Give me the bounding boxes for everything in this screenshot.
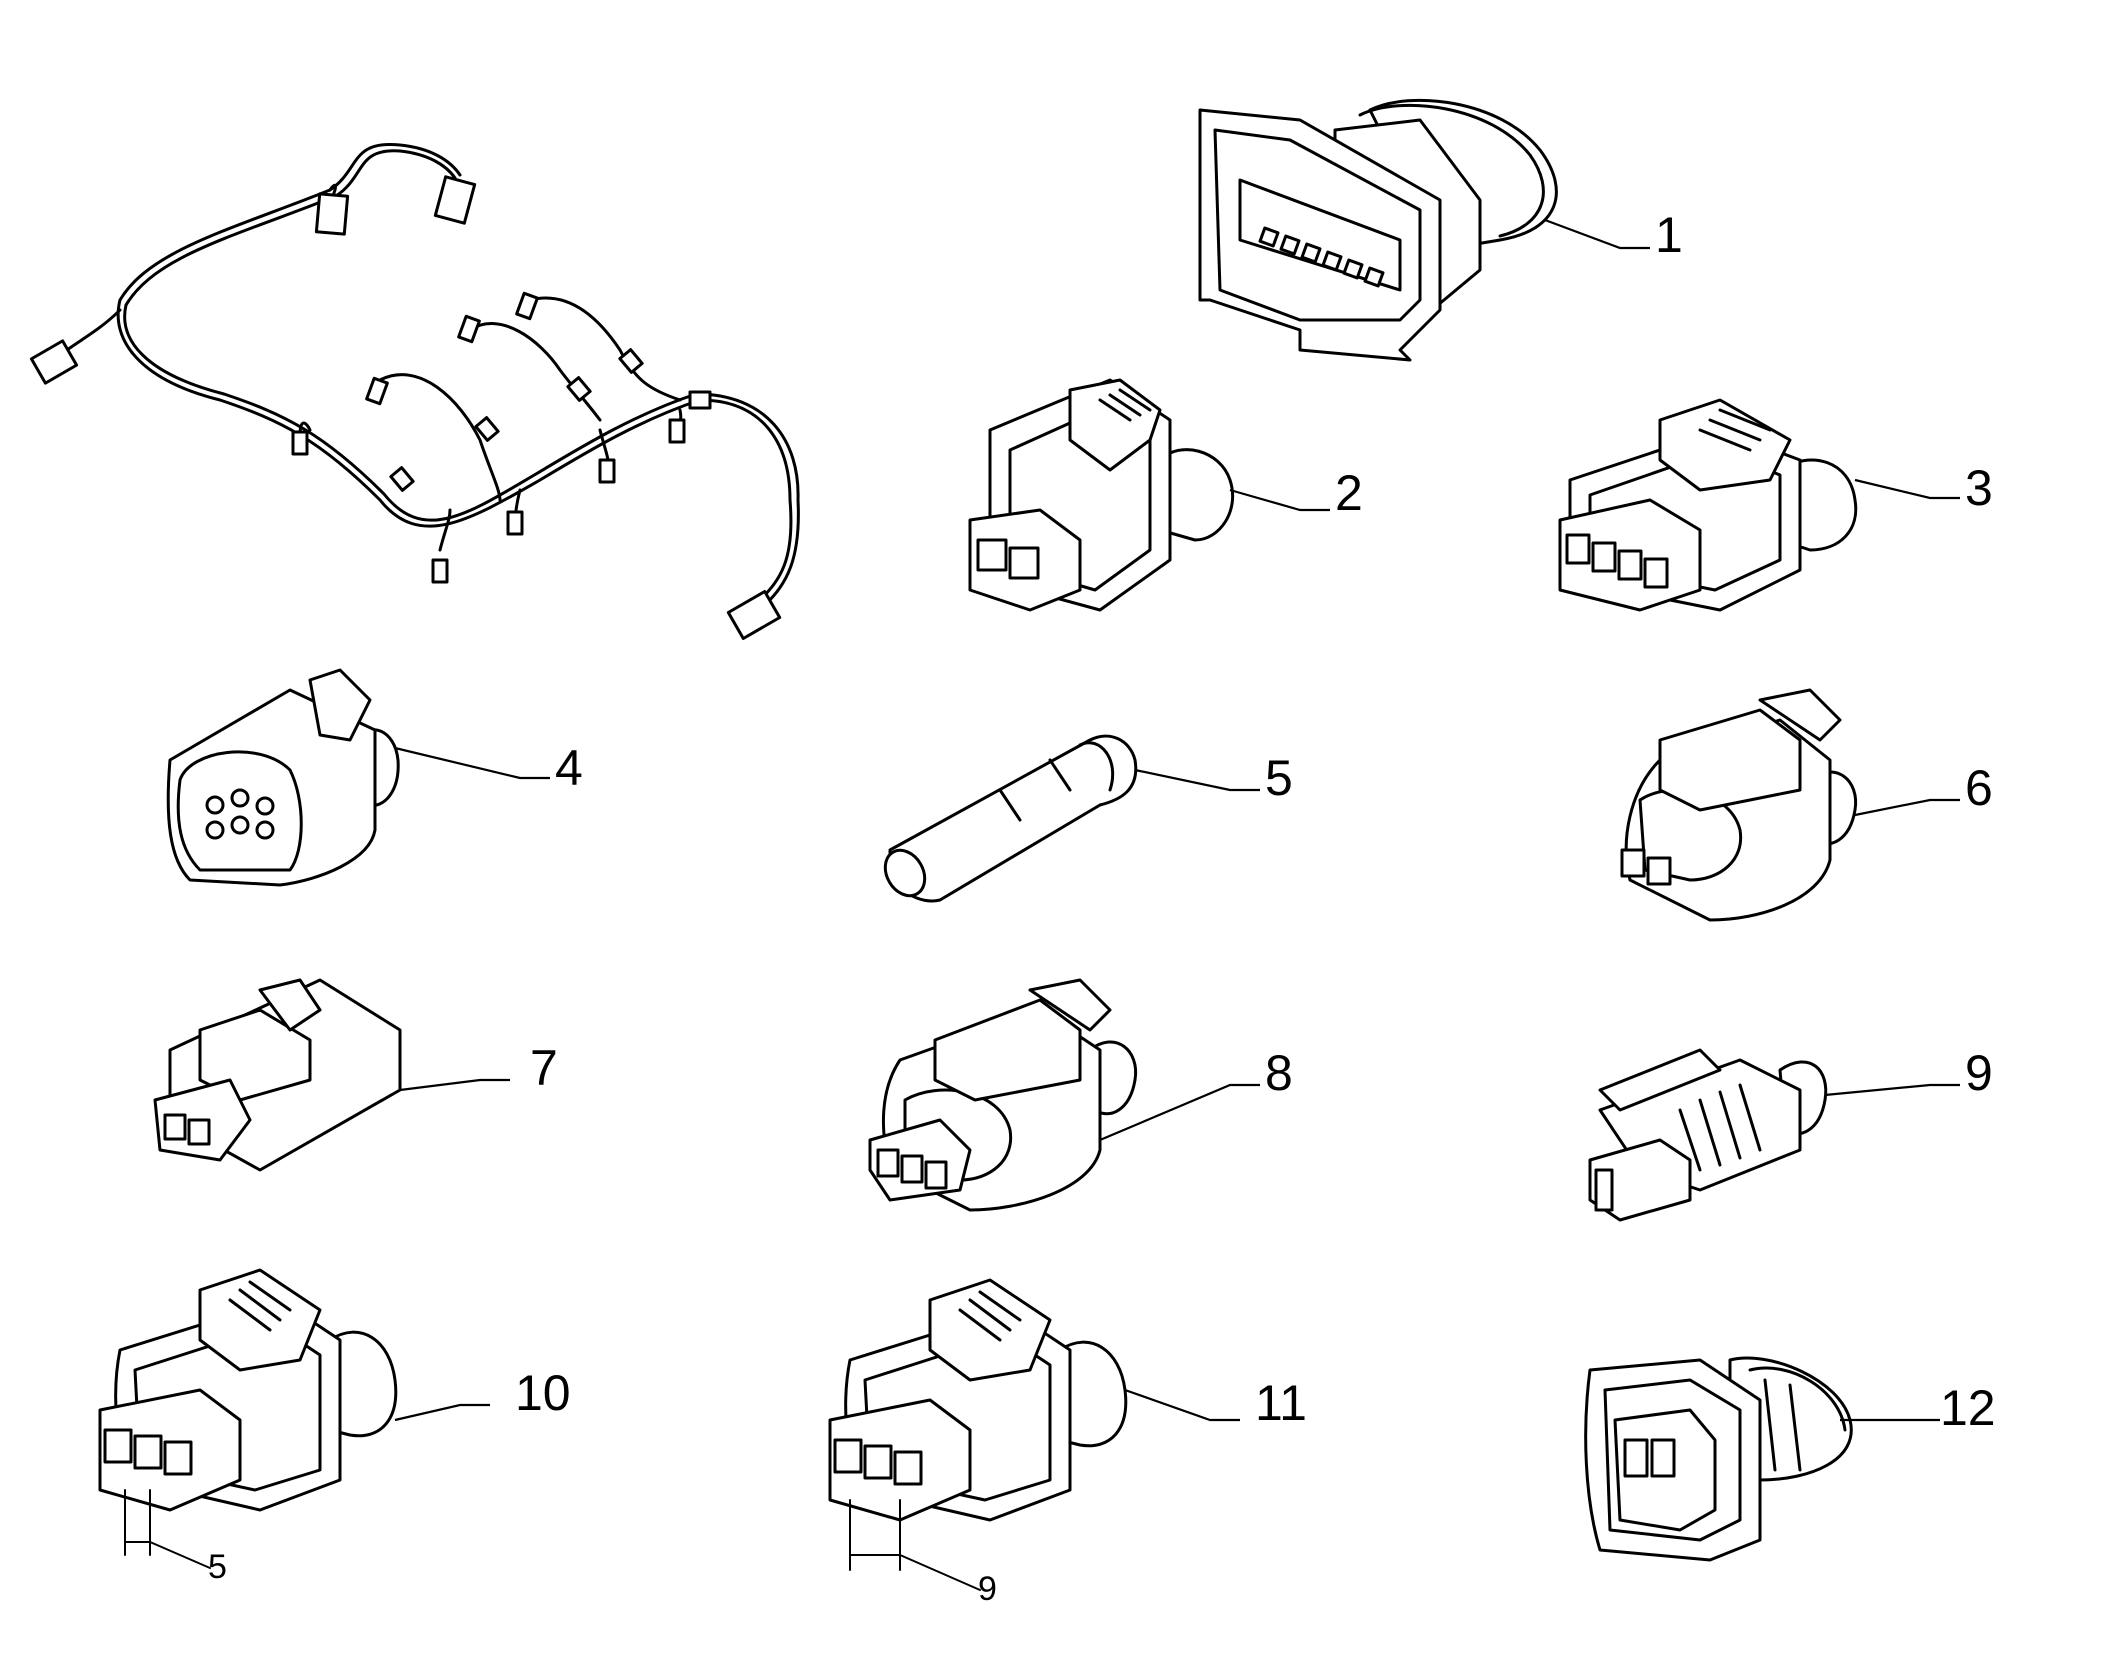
part-number-5: 5 [1265, 750, 1293, 806]
connector-part-5: 5 [883, 734, 1293, 903]
part-number-9: 9 [1965, 1045, 1993, 1101]
connector-part-2: 2 [968, 378, 1363, 612]
wiring-harness [29, 142, 800, 640]
connector-part-4: 4 [166, 668, 583, 887]
part-number-7: 7 [530, 1040, 558, 1096]
connector-part-11: 9 11 [828, 1278, 1307, 1608]
part-number-8: 8 [1265, 1045, 1293, 1101]
part-number-10: 10 [515, 1365, 571, 1421]
part-number-6: 6 [1965, 760, 1993, 816]
part-number-3: 3 [1965, 460, 1993, 516]
part-number-2: 2 [1335, 465, 1363, 521]
dimension-label-5: 5 [208, 1548, 227, 1586]
connector-part-6: 6 [1620, 688, 1993, 922]
part-number-4: 4 [555, 740, 583, 796]
connector-part-3: 3 [1558, 398, 1993, 612]
connector-part-7: 7 [153, 978, 558, 1172]
connector-part-9: 9 [1588, 1045, 1993, 1222]
connector-part-1: 1 [1198, 98, 1683, 362]
connector-part-8: 8 [868, 978, 1293, 1212]
connector-part-10: 5 10 [98, 1268, 571, 1586]
part-number-11: 11 [1255, 1375, 1307, 1431]
connector-part-12: 12 [1584, 1356, 1996, 1562]
dimension-label-9: 9 [978, 1570, 997, 1608]
part-number-12: 12 [1940, 1380, 1996, 1436]
part-number-1: 1 [1655, 207, 1683, 263]
